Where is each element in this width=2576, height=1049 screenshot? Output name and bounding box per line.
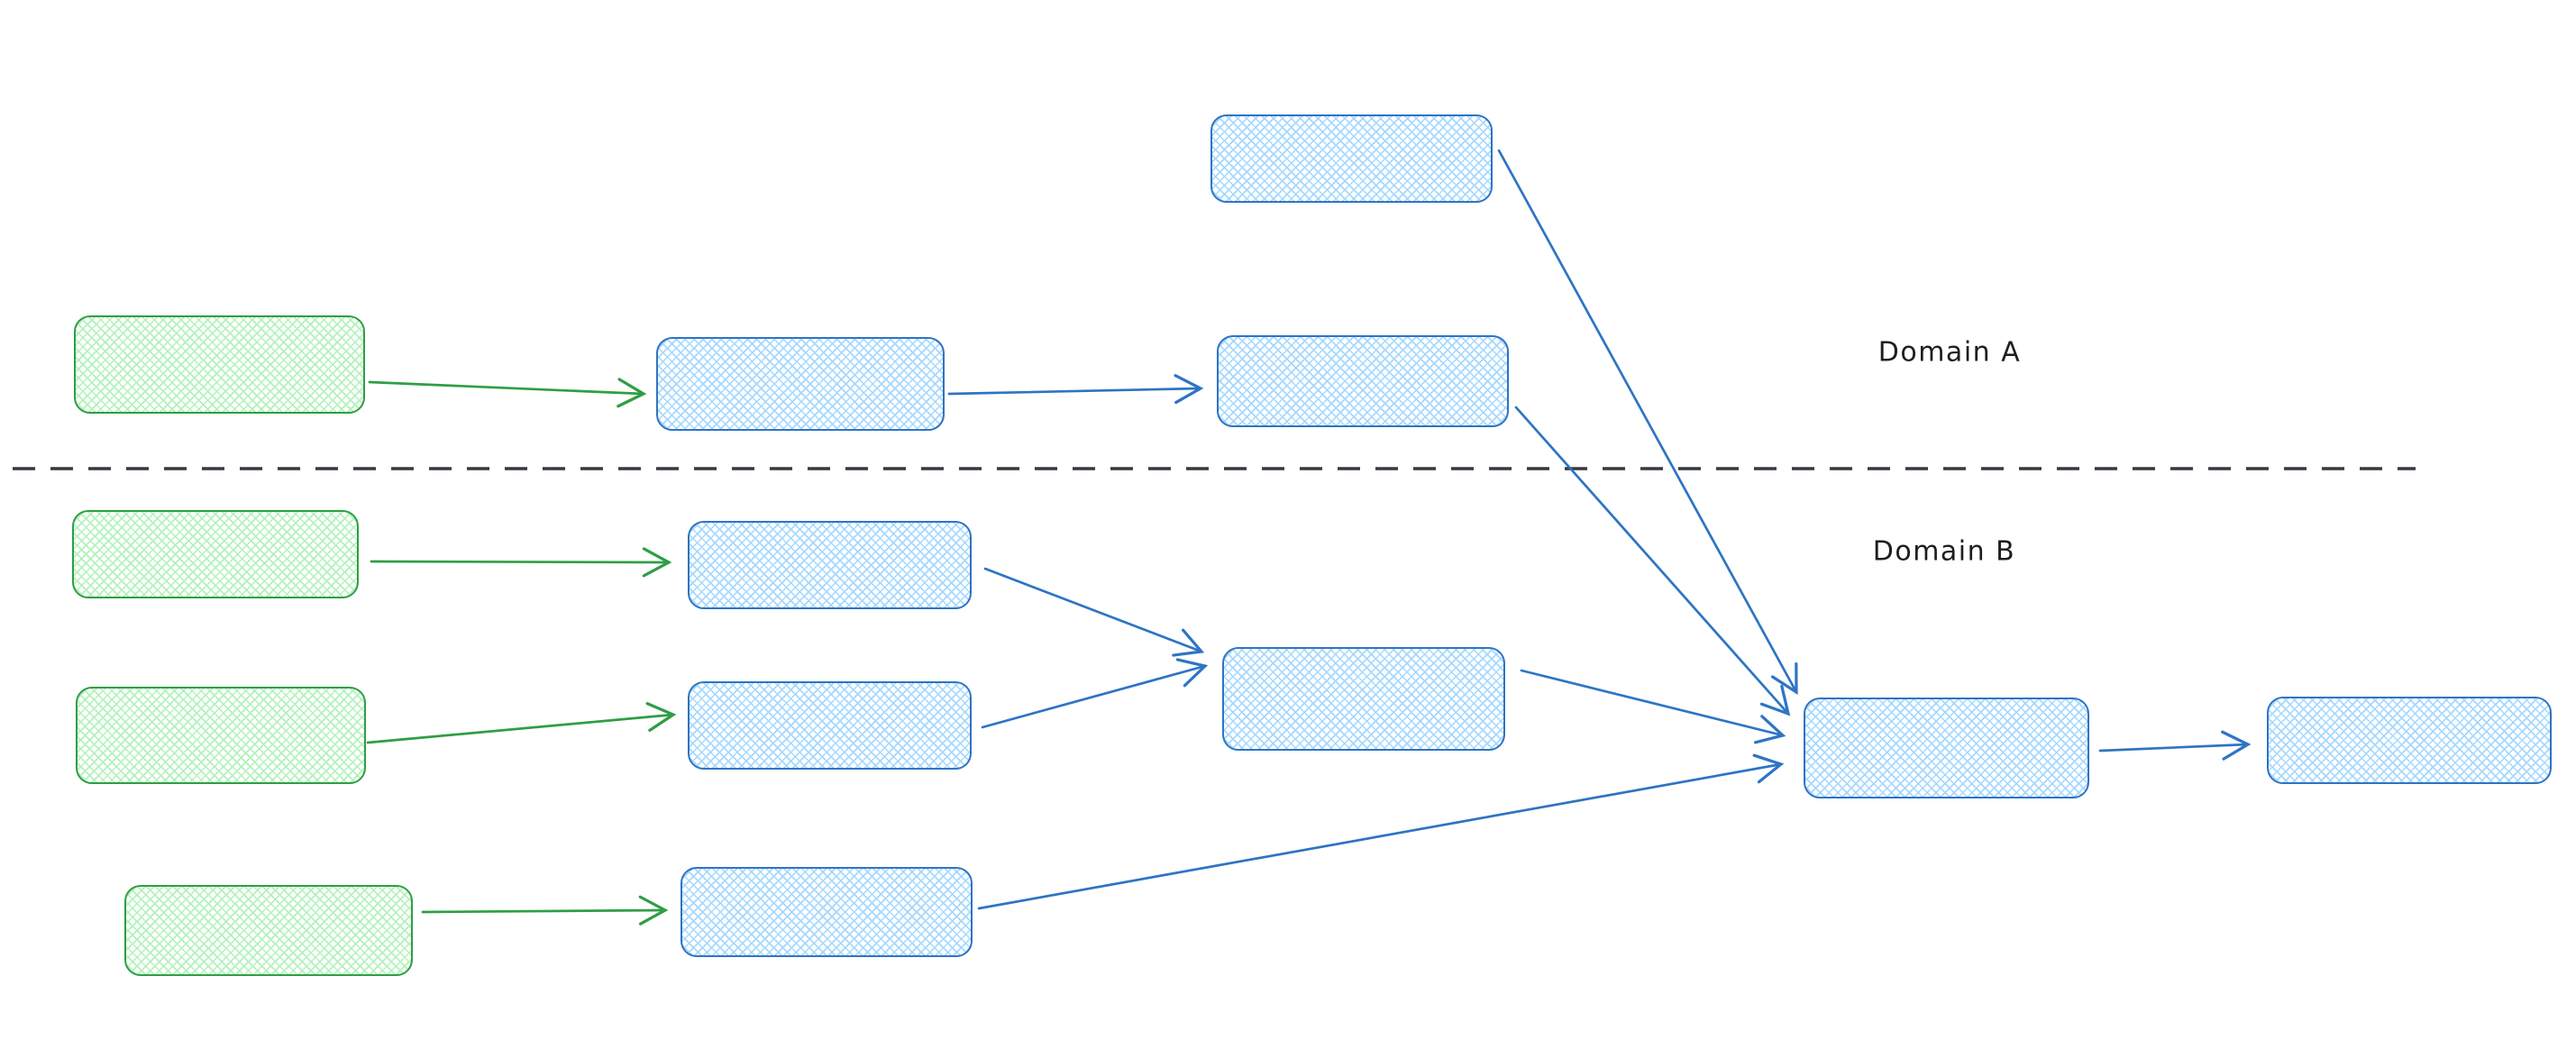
edge-green-b3-to-blue-b3[interactable] [421,895,669,926]
edge-blue-a2-to-blue-pre[interactable] [1514,406,1791,716]
edge-green-b1-to-blue-b1[interactable] [370,547,672,578]
domain-a-label[interactable]: Domain A [1877,336,2022,369]
node-blue-b3[interactable] [681,867,973,957]
edge-blue-b2-to-blue-mid[interactable] [981,658,1209,729]
node-blue-mid[interactable] [1222,647,1505,751]
node-green-b2[interactable] [76,687,366,784]
node-blue-b2[interactable] [688,681,972,770]
node-blue-a1[interactable] [656,337,945,431]
edge-green-b2-to-blue-b2[interactable] [366,702,677,744]
domain-b-label[interactable]: Domain B [1872,535,2016,568]
edge-green-a-to-blue-a1[interactable] [368,378,647,408]
node-green-b3[interactable] [124,885,413,976]
edge-blue-mid-to-blue-pre[interactable] [1520,669,1786,744]
node-blue-pre[interactable] [1804,698,2089,798]
node-blue-out[interactable] [2267,697,2552,784]
edge-blue-pre-to-blue-out[interactable] [2098,730,2252,761]
node-blue-a2[interactable] [1217,335,1509,427]
edge-blue-b1-to-blue-mid[interactable] [983,567,1205,657]
edge-blue-b3-to-blue-pre[interactable] [977,753,1785,910]
node-green-a[interactable] [74,315,365,414]
edge-blue-a1-to-blue-a2[interactable] [947,374,1204,405]
edge-blue-top-to-blue-pre[interactable] [1497,149,1798,695]
node-blue-b1[interactable] [688,521,972,609]
node-blue-top[interactable] [1210,114,1493,203]
node-green-b1[interactable] [72,510,359,598]
